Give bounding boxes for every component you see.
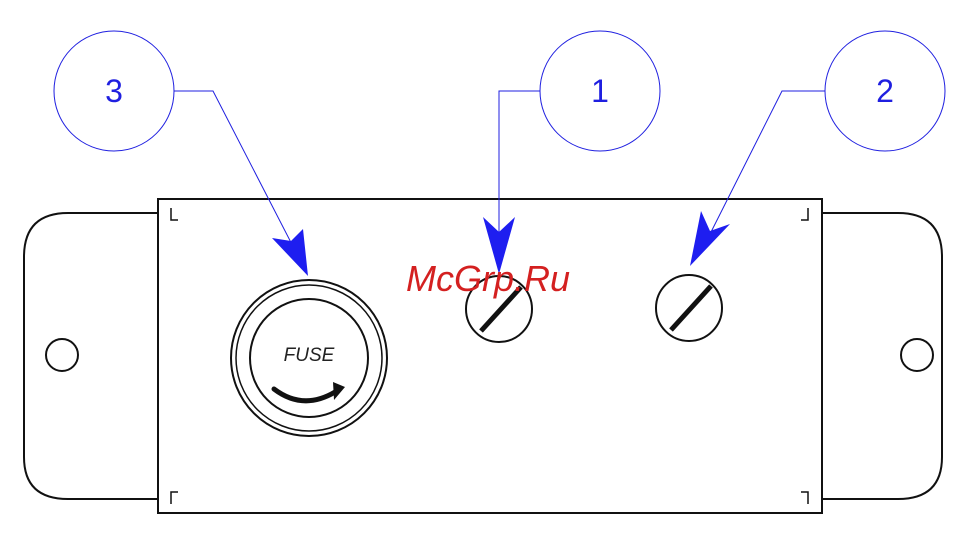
fuse-label: FUSE — [284, 345, 335, 366]
right-mounting-ear — [822, 213, 942, 499]
corner-mark-top-right — [801, 208, 808, 220]
main-panel — [158, 199, 822, 513]
fuse-rotate-arrow-icon — [274, 389, 335, 401]
watermark: McGrp.Ru — [406, 258, 570, 299]
fuse-rotate-arrowhead-icon — [333, 382, 345, 400]
right-mounting-hole — [901, 339, 933, 371]
callout-3-arrowhead-icon — [272, 229, 308, 276]
corner-mark-bottom-right — [801, 492, 808, 504]
callout-3-leader — [174, 91, 300, 260]
callout-1-leader — [499, 91, 540, 250]
screw-2 — [656, 275, 722, 341]
callout-3 — [54, 31, 308, 276]
left-mounting-ear — [24, 213, 158, 499]
callout-3-number: 3 — [105, 73, 123, 109]
left-mounting-hole — [46, 339, 78, 371]
corner-mark-top-left — [171, 208, 178, 220]
callout-2-number: 2 — [876, 73, 894, 109]
callout-2 — [690, 31, 945, 266]
callout-1 — [483, 31, 660, 274]
callout-1-number: 1 — [591, 73, 609, 109]
callout-2-arrowhead-icon — [690, 211, 730, 266]
device-body — [24, 199, 942, 513]
corner-mark-bottom-left — [171, 492, 178, 504]
screw-2-slot-icon — [671, 286, 711, 330]
